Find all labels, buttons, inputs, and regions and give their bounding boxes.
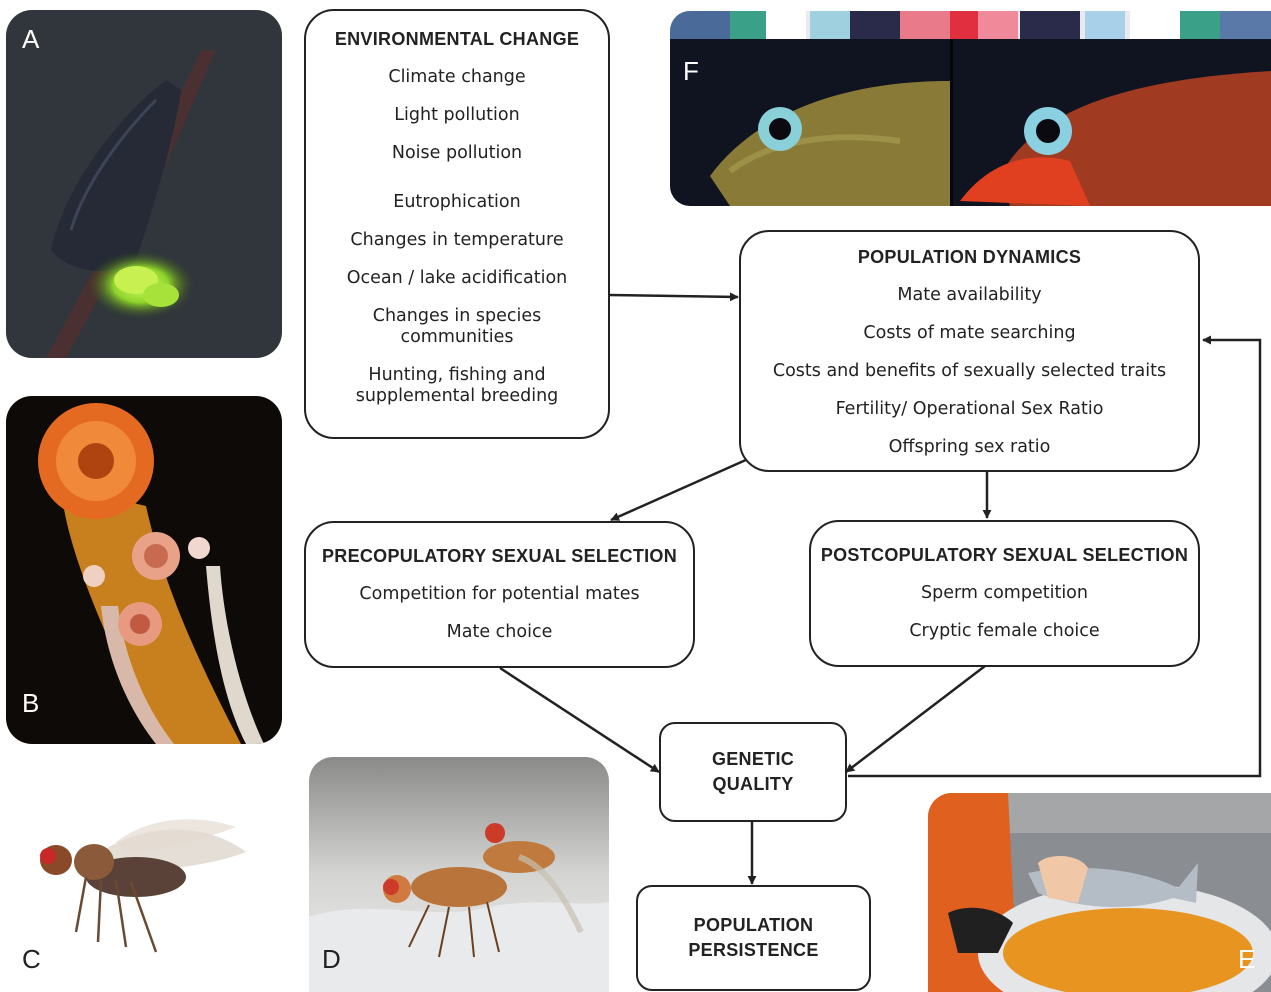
popdyn-item-fertility-osr: Fertility/ Operational Sex Ratio	[835, 399, 1104, 419]
precop-item-mate-choice: Mate choice	[446, 622, 553, 642]
arrow-popdyn-to-precop	[610, 457, 749, 522]
panel-label-e: E	[1238, 944, 1256, 974]
photo-a-glowworm	[6, 10, 282, 358]
panel-label-c: C	[22, 944, 41, 974]
population-dynamics-box: POPULATION DYNAMICS Mate availability Co…	[739, 230, 1200, 472]
population-persistence-line1: POPULATION	[693, 915, 814, 935]
postcop-item-cryptic-female-choice: Cryptic female choice	[909, 621, 1100, 641]
environmental-change-box: ENVIRONMENTAL CHANGE Climate change Ligh…	[304, 9, 610, 439]
precopulatory-title: PRECOPULATORY SEXUAL SELECTION	[321, 546, 678, 566]
arrow-postcop-to-genetic	[845, 665, 986, 773]
genetic-quality-line1: GENETIC	[711, 749, 795, 769]
photo-e-fish-stripping	[928, 793, 1271, 992]
popdyn-item-offspring-sex-ratio: Offspring sex ratio	[888, 437, 1051, 457]
panel-label-b: B	[22, 688, 40, 718]
env-item-climate-change: Climate change	[388, 67, 526, 87]
arrow-genetic-feedback-to-popdyn	[848, 335, 1262, 778]
photo-b-lamprey	[6, 396, 282, 744]
env-item-hunting-fishing: Hunting, fishing and supplemental breedi…	[355, 365, 559, 406]
precopulatory-box: PRECOPULATORY SEXUAL SELECTION Competiti…	[304, 521, 695, 668]
env-item-noise-pollution: Noise pollution	[391, 143, 523, 163]
env-item-acidification: Ocean / lake acidification	[346, 268, 568, 288]
population-dynamics-title: POPULATION DYNAMICS	[857, 247, 1082, 267]
photo-c-fruitfly	[6, 782, 282, 992]
panel-label-a: A	[22, 24, 40, 54]
panel-label-d: D	[322, 944, 341, 974]
env-item-temperature: Changes in temperature	[350, 230, 564, 250]
genetic-quality-box: GENETIC QUALITY	[659, 722, 847, 822]
population-persistence-box: POPULATION PERSISTENCE	[636, 885, 871, 991]
postcopulatory-box: POSTCOPULATORY SEXUAL SELECTION Sperm co…	[809, 520, 1200, 667]
popdyn-item-mate-searching: Costs of mate searching	[863, 323, 1076, 343]
popdyn-item-mate-availability: Mate availability	[897, 285, 1042, 305]
population-persistence-line2: PERSISTENCE	[688, 940, 819, 960]
popdyn-item-sexually-selected-traits: Costs and benefits of sexually selected …	[772, 361, 1167, 381]
arrow-precop-to-genetic	[499, 666, 660, 774]
env-item-eutrophication: Eutrophication	[393, 192, 521, 212]
postcopulatory-title: POSTCOPULATORY SEXUAL SELECTION	[820, 545, 1189, 565]
genetic-quality-line2: QUALITY	[712, 774, 794, 794]
postcop-item-sperm-competition: Sperm competition	[921, 583, 1088, 603]
photo-d-mating-flies	[309, 757, 609, 992]
photo-f-stickleback	[670, 11, 1271, 206]
environmental-change-title: ENVIRONMENTAL CHANGE	[334, 29, 580, 49]
precop-item-competition: Competition for potential mates	[359, 584, 640, 604]
arrow-env-to-popdyn	[608, 292, 739, 302]
panel-label-f: F	[683, 56, 699, 86]
env-item-species-communities: Changes in species communities	[372, 306, 542, 347]
env-item-light-pollution: Light pollution	[394, 105, 520, 125]
